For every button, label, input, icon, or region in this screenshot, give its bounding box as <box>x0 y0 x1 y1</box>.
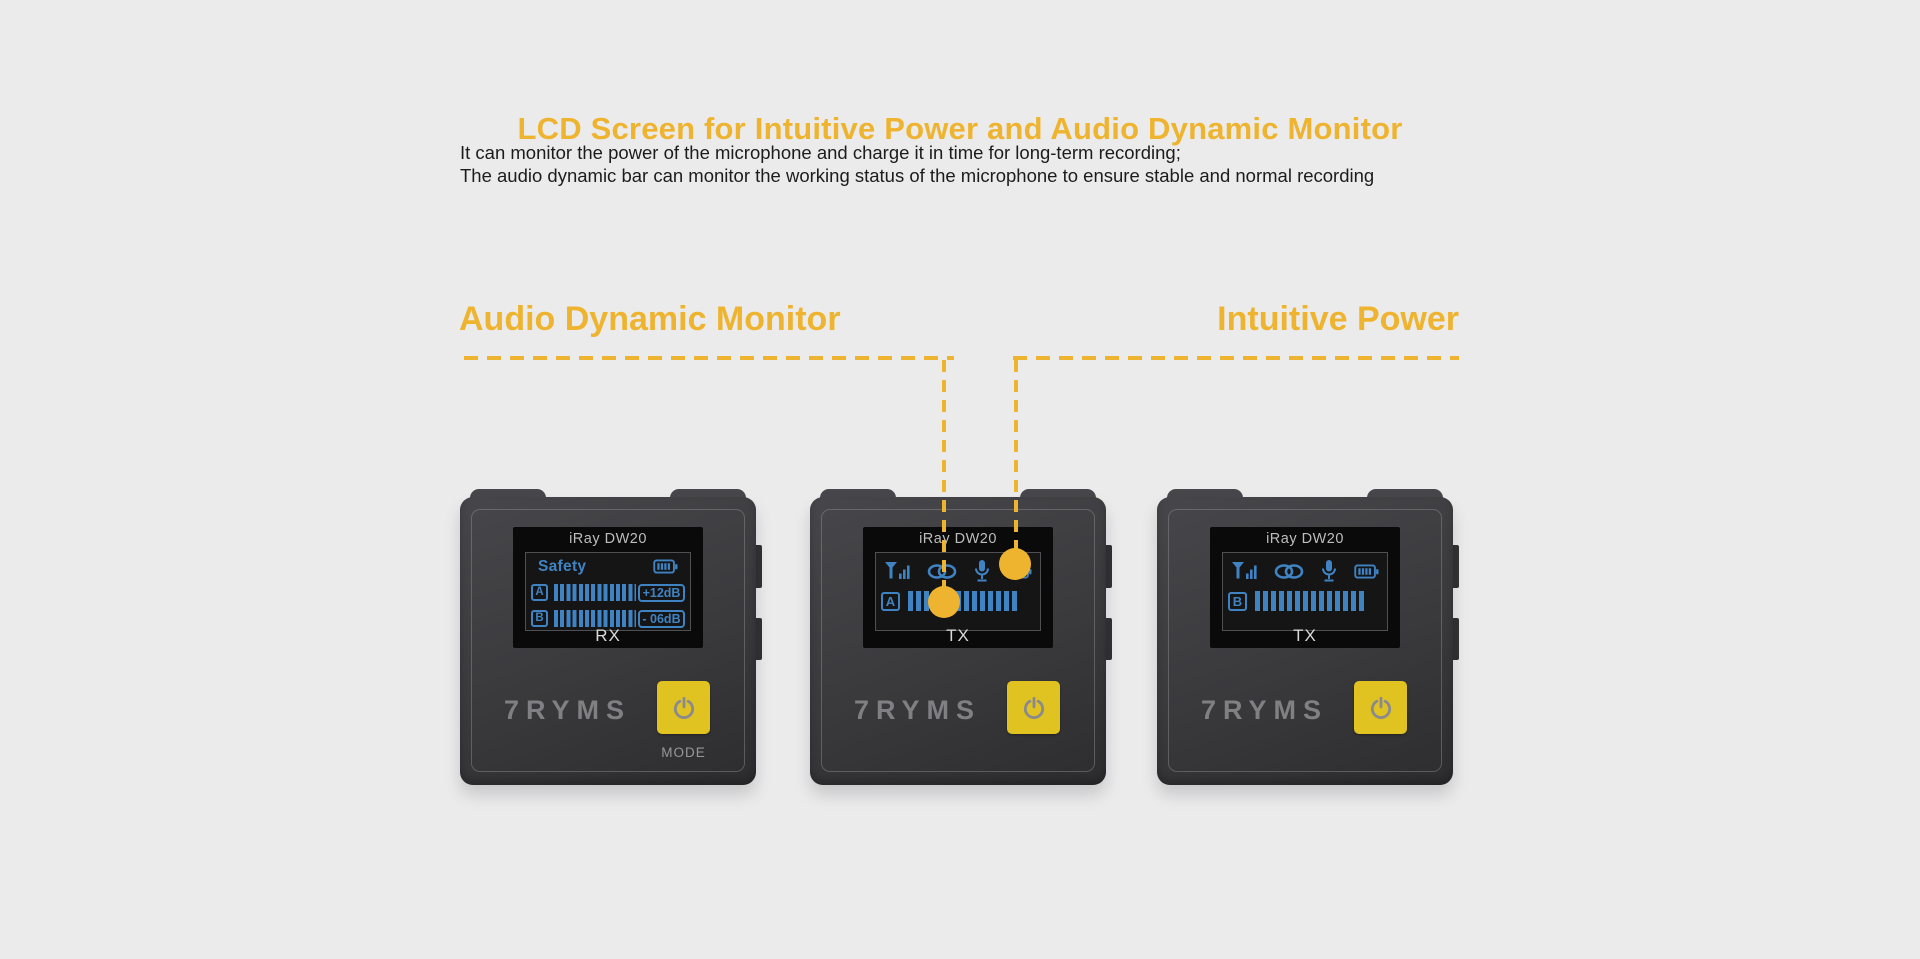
audio-level-meter <box>1255 591 1367 611</box>
device-role-label: RX <box>595 626 621 645</box>
callout-audio-dynamic-monitor: Audio Dynamic Monitor <box>459 300 841 338</box>
screen-model-name: iRay DW20 <box>919 531 997 547</box>
channel-b-row: B <box>1223 591 1387 611</box>
channel-letter-badge: B <box>1228 591 1247 611</box>
device-body: iRay DW20 <box>810 497 1106 785</box>
audio-level-meter <box>908 591 1020 611</box>
status-icons-row <box>1223 553 1387 587</box>
side-button <box>1450 618 1459 660</box>
device-body: iRay DW20 Safety <box>460 497 756 785</box>
power-button <box>657 681 710 734</box>
side-button <box>753 545 762 588</box>
lcd-screen-rx: iRay DW20 Safety <box>513 527 703 648</box>
audio-level-meter <box>554 610 636 627</box>
brand-logo: 7RYMS <box>854 695 982 725</box>
power-icon <box>1370 696 1391 719</box>
channel-letter-badge: A <box>531 584 548 601</box>
device-rx-receiver: iRay DW20 Safety <box>460 489 762 785</box>
power-icon <box>1023 696 1044 719</box>
link-icon <box>1274 563 1304 579</box>
brand-logo: 7RYMS <box>504 695 632 725</box>
audio-level-meter <box>554 584 636 601</box>
pointer-dot-audio-meter <box>928 586 960 618</box>
channel-b-row: B - 06dB <box>531 608 685 629</box>
pointer-dot-battery <box>999 548 1031 580</box>
description-line-1: It can monitor the power of the micropho… <box>460 142 1181 163</box>
brand-logo: 7RYMS <box>1201 695 1329 725</box>
lcd-panel: B <box>1222 552 1388 631</box>
battery-icon <box>1354 563 1379 579</box>
mic-icon <box>1322 560 1336 582</box>
power-button <box>1354 681 1407 734</box>
description: It can monitor the power of the micropho… <box>460 141 1460 187</box>
signal-icon <box>1232 562 1257 579</box>
channel-a-row: A +12dB <box>531 582 685 603</box>
dashed-leader-line-audio <box>464 356 954 360</box>
gain-value-badge: - 06dB <box>638 609 685 628</box>
mode-button-label: MODE <box>661 745 706 760</box>
device-body: iRay DW20 <box>1157 497 1453 785</box>
power-icon <box>673 696 694 719</box>
lcd-screen-tx-a: iRay DW20 <box>863 527 1053 648</box>
lcd-panel: Safety A <box>525 552 691 631</box>
status-text: Safety <box>538 557 587 575</box>
page-title: LCD Screen for Intuitive Power and Audio… <box>517 110 1403 146</box>
gain-value-badge: +12dB <box>638 583 685 602</box>
side-button <box>1103 618 1112 660</box>
side-button <box>1103 545 1112 588</box>
device-tx-transmitter-a: iRay DW20 <box>810 489 1112 785</box>
channel-letter-badge: A <box>881 591 900 611</box>
dashed-pointer-power <box>1014 360 1018 566</box>
body-outline <box>471 509 745 772</box>
body-outline <box>1168 509 1442 772</box>
device-role-label: TX <box>946 626 970 645</box>
device-role-label: TX <box>1293 626 1317 645</box>
signal-icon <box>885 562 910 579</box>
lcd-screen-tx-b: iRay DW20 <box>1210 527 1400 648</box>
device-tx-transmitter-b: iRay DW20 <box>1157 489 1459 785</box>
screen-model-name: iRay DW20 <box>1266 531 1344 547</box>
body-outline <box>821 509 1095 772</box>
side-button <box>1450 545 1459 588</box>
description-line-2: The audio dynamic bar can monitor the wo… <box>460 165 1375 186</box>
screen-model-name: iRay DW20 <box>569 531 647 547</box>
side-button <box>753 618 762 660</box>
mic-icon <box>975 560 989 582</box>
battery-icon <box>653 559 678 574</box>
power-button <box>1007 681 1060 734</box>
channel-letter-badge: B <box>531 610 548 627</box>
dashed-leader-line-power <box>1013 356 1459 360</box>
dashed-pointer-audio <box>942 360 946 602</box>
callout-intuitive-power: Intuitive Power <box>1217 300 1459 338</box>
